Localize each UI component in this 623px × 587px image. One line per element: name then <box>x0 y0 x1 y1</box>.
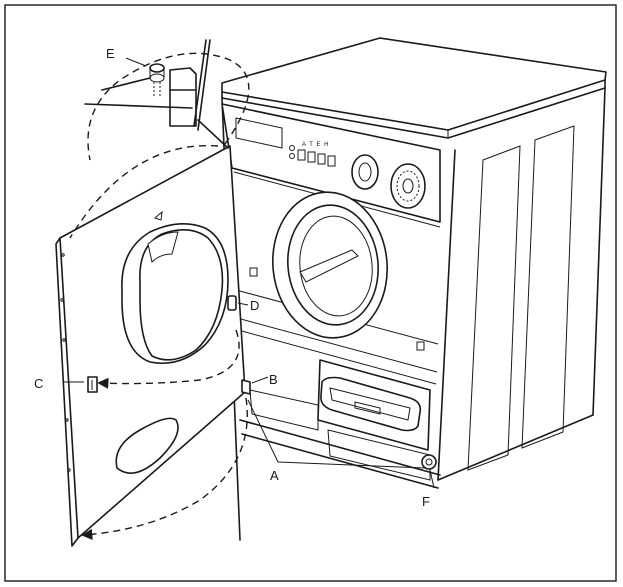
hinge-hole-right <box>416 341 425 351</box>
filter-handle <box>320 376 422 432</box>
adjustable-foot-f <box>421 454 437 470</box>
leader-lines <box>64 57 435 489</box>
figure-frame <box>4 4 617 582</box>
indicator-light <box>289 153 295 159</box>
open-door <box>55 145 251 547</box>
callout-b: B <box>269 372 278 387</box>
panel-text: A T E H <box>302 142 329 148</box>
hinge-screw-e <box>149 63 165 73</box>
callout-c: C <box>34 376 43 391</box>
hinge-b <box>241 379 251 395</box>
door-lint-filter <box>121 223 229 364</box>
control-button <box>307 151 316 163</box>
hinge-hole-upper <box>249 267 258 277</box>
timer-knob <box>390 163 426 209</box>
control-button <box>327 155 336 167</box>
control-button <box>317 153 326 165</box>
callout-f: F <box>422 494 430 509</box>
program-knob-small <box>351 154 379 190</box>
callout-a: A <box>270 468 279 483</box>
callout-d: D <box>250 298 259 313</box>
door-catch-d <box>227 295 237 311</box>
lower-grille-right <box>327 429 431 481</box>
control-button <box>297 149 306 161</box>
door-swing-arcs <box>69 52 250 540</box>
drum-opening-inner <box>287 204 379 326</box>
door-handle-slot <box>115 417 179 474</box>
top-hinge-e <box>84 39 229 149</box>
lower-grille-left <box>249 389 319 431</box>
drum-paddle <box>299 249 359 283</box>
indicator-light <box>289 145 295 151</box>
dryer-cabinet: A T E H <box>221 37 607 541</box>
callout-e: E <box>106 46 115 61</box>
